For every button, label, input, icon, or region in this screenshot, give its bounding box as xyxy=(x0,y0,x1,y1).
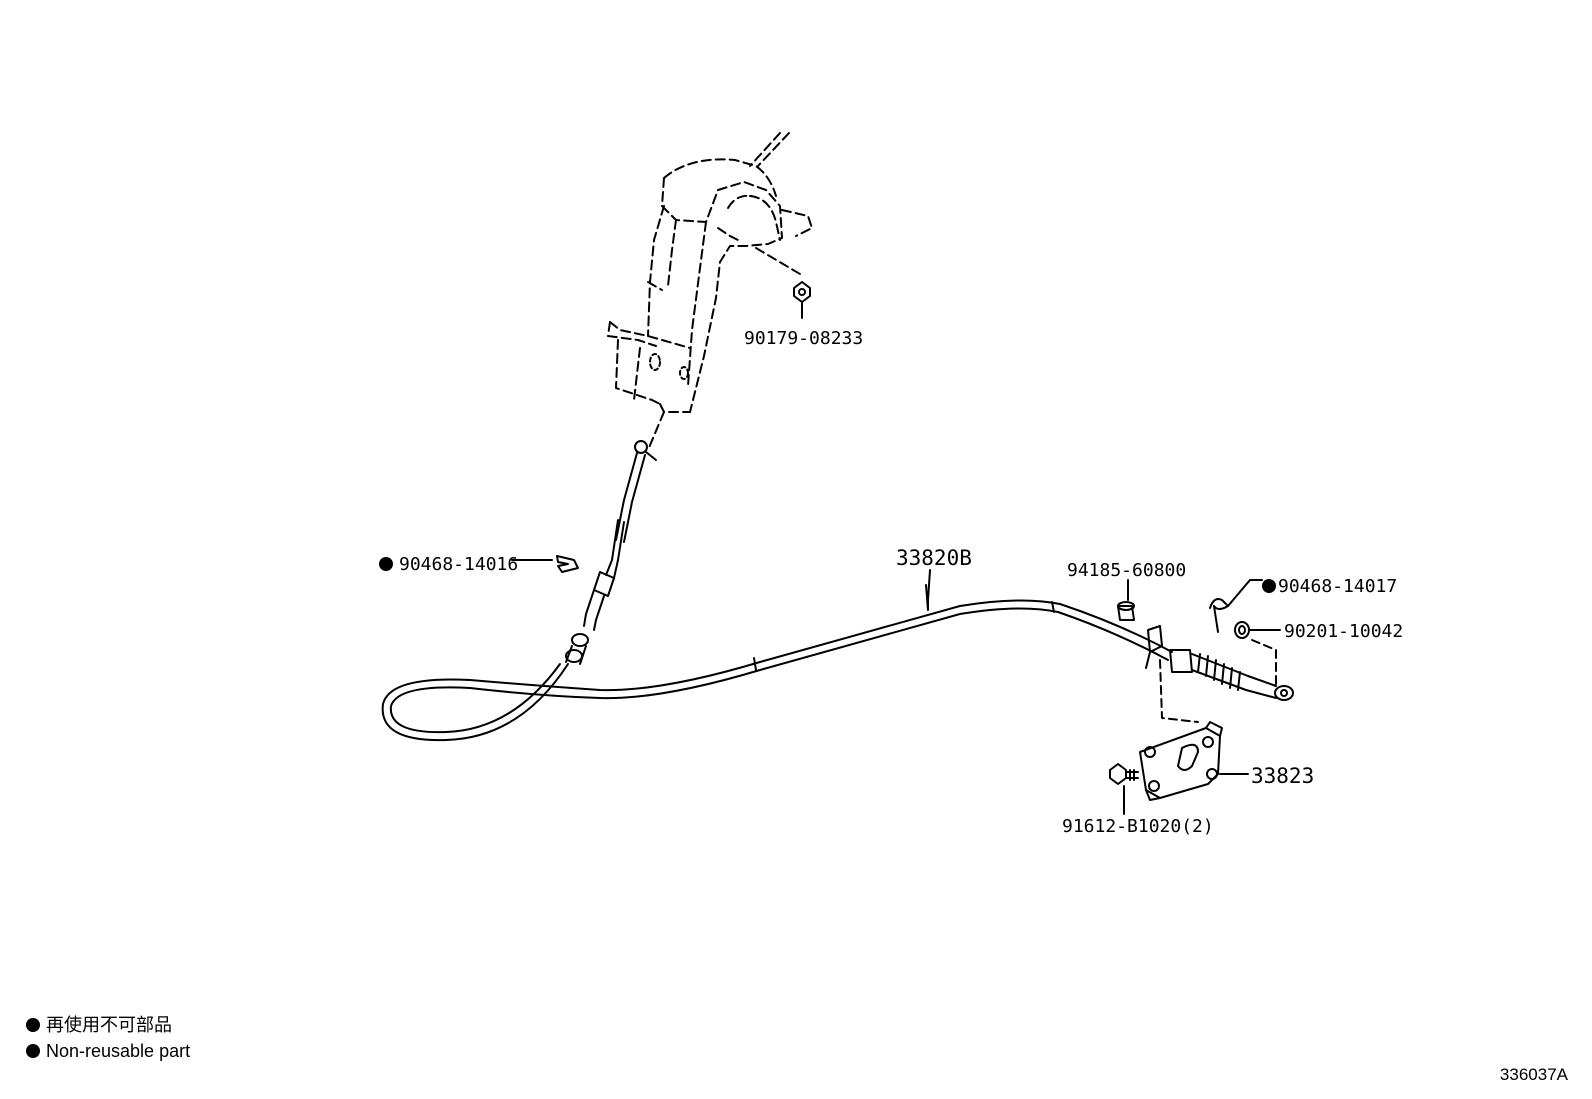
part-label-90468-14017: 90468-14017 xyxy=(1262,578,1397,596)
part-number: 90468-14017 xyxy=(1278,576,1398,597)
legend-dot-icon xyxy=(26,1018,40,1032)
cable-lower-end xyxy=(1145,625,1294,701)
legend-text-en: Non-reusable part xyxy=(46,1041,191,1061)
cable-upper-end xyxy=(565,440,657,665)
bracket-33823 xyxy=(1139,721,1249,801)
washer-94185 xyxy=(1117,579,1135,621)
clip-90468-14017 xyxy=(1209,579,1263,633)
washer-90201 xyxy=(1234,621,1281,639)
part-number: 90468-14016 xyxy=(399,554,519,575)
part-label-94185-60800: 94185-60800 xyxy=(1067,560,1187,581)
legend-english: Non-reusable part xyxy=(26,1042,190,1060)
bolt-91612 xyxy=(1109,763,1139,815)
legend-dot-icon xyxy=(26,1044,40,1058)
legend-text-jp: 再使用不可部品 xyxy=(46,1015,172,1035)
clip-90468-14016 xyxy=(511,555,579,573)
shift-lever-housing xyxy=(607,132,813,451)
legend-japanese: 再使用不可部品 xyxy=(26,1016,172,1034)
non-reusable-dot-icon xyxy=(379,557,393,571)
part-label-33823: 33823 xyxy=(1251,764,1315,788)
part-label-91612-b1020: 91612-B1020(2) xyxy=(1062,816,1214,837)
non-reusable-dot-icon xyxy=(1262,579,1276,593)
part-label-90201-10042: 90201-10042 xyxy=(1284,621,1404,642)
nut-90179 xyxy=(793,281,811,319)
main-cable xyxy=(381,584,1173,742)
part-label-90179-08233: 90179-08233 xyxy=(744,328,864,349)
figure-code: 336037A xyxy=(1499,1065,1568,1084)
part-label-90468-14016: 90468-14016 xyxy=(379,556,518,574)
part-label-33820b: 33820B xyxy=(896,546,972,570)
